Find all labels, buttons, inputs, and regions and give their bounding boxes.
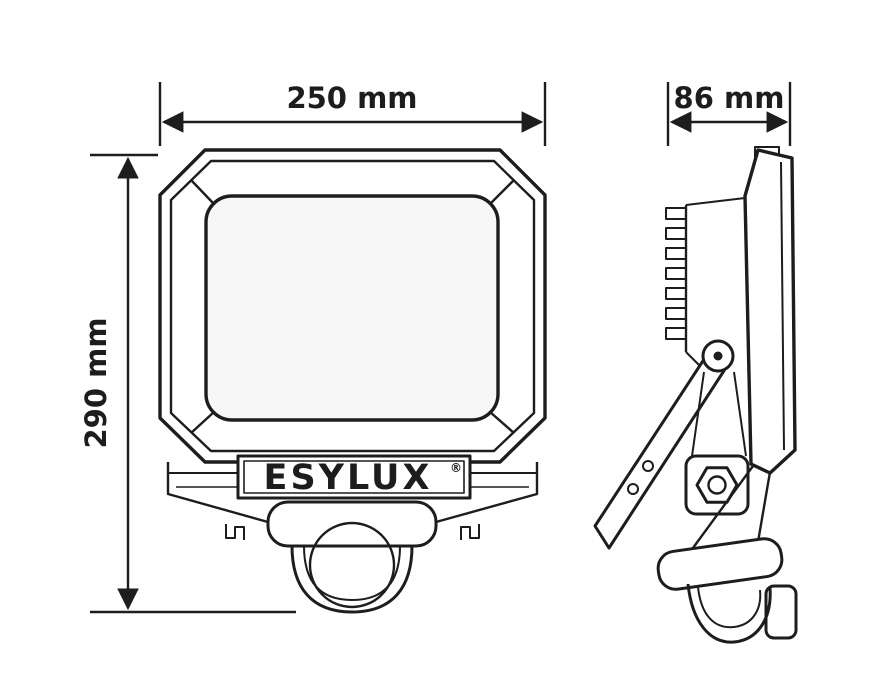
bracket-hole [642,460,654,472]
dimension-depth: 86 mm [666,81,792,146]
sensor-link [689,465,754,553]
corner-brace [190,179,214,204]
sensor-lens-circle [308,521,396,609]
pivot-center-dot [713,351,723,361]
fin [665,267,687,280]
width-dim-label: 250 mm [286,81,417,115]
corner-brace [490,179,515,204]
sensor-dome-side [686,583,772,644]
front-sensor [266,500,438,614]
fin [665,247,687,260]
collar-teeth-left [225,524,245,540]
mounting-bracket-arm [593,339,747,550]
collar-teeth-right [460,524,480,540]
front-frame-outer [158,148,547,464]
fin [665,327,687,340]
brand-registered-mark: ® [450,461,462,475]
corner-brace [190,411,215,434]
bolt-center [707,475,727,495]
side-head [743,146,797,475]
sensor-dome [290,545,414,614]
brand-plate-outer [236,454,472,500]
fin [665,207,687,220]
head-front-face-line [780,161,785,451]
sensor-foot [764,584,798,640]
sensor-link [756,471,772,543]
fin-link [685,197,746,206]
bracket-arm [593,342,731,550]
dimension-width: 250 mm [158,81,547,146]
front-lens-screen [204,194,500,422]
height-dim-label: 290 mm [79,317,113,448]
fin [665,227,687,240]
brand-plate: ESYLUX ® [236,454,472,500]
brand-plate-inner [243,460,465,494]
side-sensor [656,465,798,644]
bracket-link [733,371,747,457]
depth-dim-label: 86 mm [674,81,785,115]
front-view: 250 mm 290 mm ESYLUX ® [79,81,547,614]
front-frame-inner [169,159,536,453]
bracket-link [691,371,705,457]
dimension-height: 290 mm [79,153,296,614]
side-view: 86 mm [593,81,798,644]
fin [665,307,687,320]
fin [665,287,687,300]
heatsink-fins [665,197,746,369]
sensor-dome-inner [303,545,401,601]
sensor-collar-side [656,537,784,591]
corner-brace [489,411,515,434]
bracket-hole [627,483,639,495]
sensor-dome-side-inner [697,586,762,629]
head-outline [743,148,797,475]
brand-text: ESYLUX [264,458,433,498]
